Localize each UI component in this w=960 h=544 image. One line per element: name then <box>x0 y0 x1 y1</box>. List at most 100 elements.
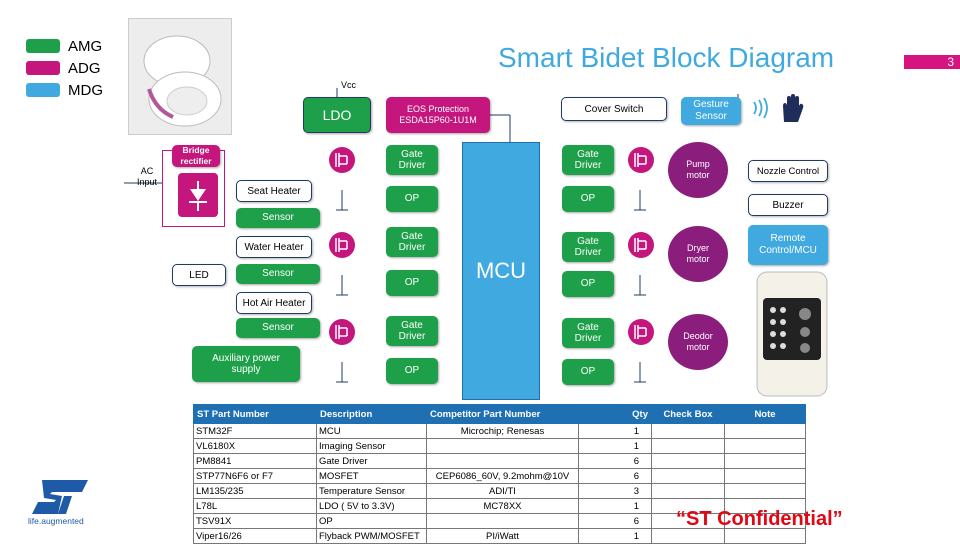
table-cell: Viper16/26 <box>193 528 317 544</box>
ac-input-label: AC Input <box>136 166 158 187</box>
table-header: Competitor Part Number <box>426 404 579 424</box>
mosfet-icon <box>626 317 656 352</box>
op-right-3: OP <box>562 359 614 385</box>
eos-protection-part: ESDA15P60-1U1M <box>399 115 477 125</box>
legend-swatch-adg <box>26 61 60 75</box>
mosfet-icon <box>626 230 656 265</box>
table-cell: STM32F <box>193 423 317 439</box>
table-cell: 1 <box>578 498 652 514</box>
table-cell: 1 <box>578 528 652 544</box>
gesture-wave-icon <box>750 96 774 125</box>
table-cell <box>426 513 579 529</box>
hot-air-heater-block: Hot Air Heater <box>236 292 312 314</box>
bridge-rectifier-icon <box>178 173 218 217</box>
water-sensor-block: Sensor <box>236 264 320 284</box>
bidet-product-image <box>128 18 232 135</box>
table-cell: OP <box>316 513 427 529</box>
led-block: LED <box>172 264 226 286</box>
table-cell: Flyback PWM/MOSFET <box>316 528 427 544</box>
table-cell: MCU <box>316 423 427 439</box>
table-cell <box>651 453 725 469</box>
table-cell: PI/iWatt <box>426 528 579 544</box>
gate-driver-right-1: Gate Driver <box>562 145 614 175</box>
table-cell: LDO ( 5V to 3.3V) <box>316 498 427 514</box>
auxiliary-power-block: Auxiliary power supply <box>192 346 300 382</box>
hot-air-sensor-block: Sensor <box>236 318 320 338</box>
table-cell: CEP6086_60V, 9.2mohm@10V <box>426 468 579 484</box>
table-cell: LM135/235 <box>193 483 317 499</box>
table-cell: TSV91X <box>193 513 317 529</box>
buzzer-block: Buzzer <box>748 194 828 216</box>
legend-label-mdg: MDG <box>68 82 103 99</box>
gate-driver-right-3: Gate Driver <box>562 318 614 348</box>
table-cell: ADI/TI <box>426 483 579 499</box>
seat-heater-block: Seat Heater <box>236 180 312 202</box>
table-cell: MOSFET <box>316 468 427 484</box>
st-tagline: life.augmented <box>28 516 84 526</box>
table-header: Description <box>316 404 427 424</box>
table-cell <box>724 483 806 499</box>
bridge-rectifier-label: Bridge rectifier <box>172 145 220 167</box>
table-cell: Microchip; Renesas <box>426 423 579 439</box>
nozzle-control-block: Nozzle Control <box>748 160 828 182</box>
remote-control-block: Remote Control/MCU <box>748 225 828 265</box>
mosfet-icon <box>327 317 357 352</box>
mosfet-icon <box>327 230 357 265</box>
table-header-row: ST Part Number Description Competitor Pa… <box>193 404 806 424</box>
gate-driver-left-1: Gate Driver <box>386 145 438 175</box>
legend-swatch-amg <box>26 39 60 53</box>
table-cell: 6 <box>578 513 652 529</box>
table-cell: 6 <box>578 468 652 484</box>
pump-motor: Pump motor <box>668 142 728 198</box>
table-cell: 1 <box>578 438 652 454</box>
table-cell: STP77N6F6 or F7 <box>193 468 317 484</box>
remote-control-image <box>755 270 829 398</box>
st-logo-icon <box>32 480 88 521</box>
table-cell: MC78XX <box>426 498 579 514</box>
parts-table: ST Part Number Description Competitor Pa… <box>193 404 806 544</box>
ldo-block: LDO <box>303 97 371 133</box>
table-cell <box>724 468 806 484</box>
op-right-2: OP <box>562 271 614 297</box>
table-header: Check Box <box>651 404 725 424</box>
confidential-label: “ST Confidential” <box>676 508 843 530</box>
table-cell <box>724 438 806 454</box>
gate-driver-left-3: Gate Driver <box>386 316 438 346</box>
table-cell <box>426 453 579 469</box>
table-header: Qty <box>578 404 652 424</box>
table-cell: PM8841 <box>193 453 317 469</box>
page-title: Smart Bidet Block Diagram <box>498 42 835 73</box>
mcu-block: MCU <box>462 142 540 400</box>
legend-swatch-mdg <box>26 83 60 97</box>
table-cell <box>724 423 806 439</box>
table-cell: Imaging Sensor <box>316 438 427 454</box>
table-cell <box>651 423 725 439</box>
table-cell <box>651 483 725 499</box>
gate-driver-right-2: Gate Driver <box>562 232 614 262</box>
table-cell: Temperature Sensor <box>316 483 427 499</box>
vcc-label: Vcc <box>341 80 357 90</box>
table-cell <box>651 468 725 484</box>
gesture-sensor-block: Gesture Sensor <box>681 97 741 125</box>
hand-icon <box>778 92 806 129</box>
table-cell: L78L <box>193 498 317 514</box>
op-left-2: OP <box>386 270 438 296</box>
mosfet-icon <box>626 145 656 180</box>
op-right-1: OP <box>562 186 614 212</box>
op-left-1: OP <box>386 186 438 212</box>
table-cell <box>724 453 806 469</box>
table-cell <box>426 438 579 454</box>
legend-label-adg: ADG <box>68 60 101 77</box>
gate-driver-left-2: Gate Driver <box>386 227 438 257</box>
page-number: 3 <box>904 55 960 69</box>
dryer-motor: Dryer motor <box>668 226 728 282</box>
table-header: ST Part Number <box>193 404 317 424</box>
table-cell: VL6180X <box>193 438 317 454</box>
